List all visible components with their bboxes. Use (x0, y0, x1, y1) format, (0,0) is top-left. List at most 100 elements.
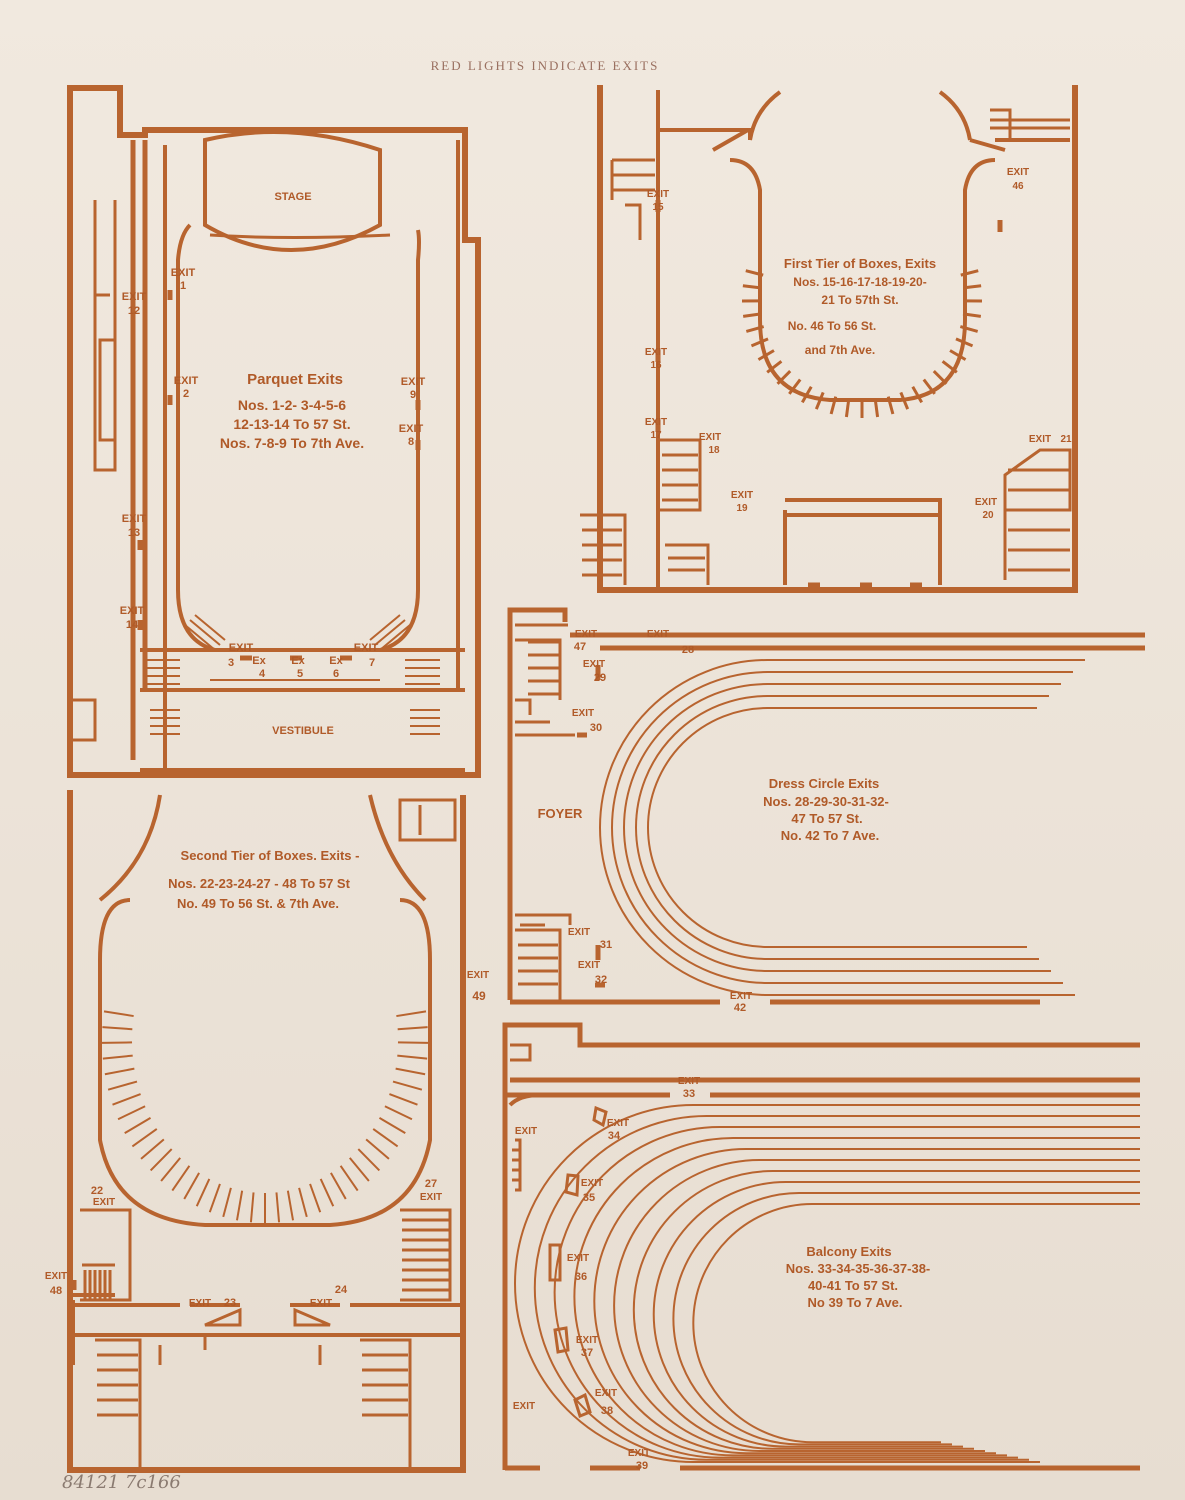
box-partition (149, 1148, 173, 1172)
box-partition (249, 1192, 255, 1223)
balcony-labels: Balcony Exits Nos. 33-34-35-36-37-38- 40… (513, 1076, 930, 1472)
box-partition (397, 1054, 428, 1060)
parquet-line-1: Nos. 1-2- 3-4-5-6 (238, 397, 346, 413)
box-partition (766, 360, 783, 374)
box-partition (829, 396, 838, 415)
box-partition (298, 1187, 308, 1218)
exit-label: Ex (252, 655, 266, 667)
box-partition (750, 337, 769, 348)
box-partition (959, 325, 979, 333)
box-partition (395, 1067, 426, 1076)
box-partition (195, 1178, 211, 1207)
box-partition (397, 1026, 428, 1031)
exit-number: 19 (736, 503, 748, 514)
first-tier-line-4: and 7th Ave. (805, 343, 875, 357)
exit-label: EXIT (567, 1253, 589, 1264)
box-partition (949, 349, 967, 361)
box-partition (911, 386, 923, 404)
exit-label: EXIT (1007, 167, 1029, 178)
exit-label: EXIT (401, 376, 426, 388)
first-tier-line-3: No. 46 To 56 St. (788, 319, 876, 333)
dress-circle-plan (507, 607, 1145, 1005)
box-partition (757, 349, 775, 361)
vestibule-label: VESTIBULE (272, 725, 334, 737)
seat-row (635, 695, 1049, 960)
exit-number: 28 (682, 644, 694, 656)
first-tier-box-seats (741, 269, 983, 418)
handwritten-note: 84121 7c166 (62, 1472, 181, 1493)
exit-label: Ex (329, 655, 343, 667)
first-tier-title: First Tier of Boxes, Exits (784, 256, 936, 271)
exit-number: 6 (333, 668, 339, 680)
box-partition (745, 325, 765, 333)
exit-label: EXIT (568, 927, 590, 938)
exit-label: EXIT (647, 629, 669, 640)
exit-number: 9 (410, 389, 416, 401)
box-partition (222, 1187, 232, 1218)
exit-number: 16 (650, 360, 662, 371)
seat-row (632, 1170, 1140, 1450)
exit-label: EXIT (699, 432, 721, 443)
exit-number: 36 (575, 1271, 587, 1283)
exit-label: EXIT (975, 497, 997, 508)
exit-label: EXIT (513, 1401, 535, 1412)
box-partition (372, 1128, 399, 1148)
exit-number: 4 (259, 668, 266, 680)
box-partition (286, 1190, 295, 1221)
exit-label: EXIT (174, 375, 199, 387)
seat-row (692, 1203, 1140, 1444)
seat-row (573, 1137, 1140, 1457)
box-partition (788, 378, 802, 395)
box-partition (962, 312, 982, 318)
exit-number: 12 (128, 305, 140, 317)
exit-number: 27 (425, 1178, 437, 1190)
exit-number: 48 (50, 1285, 62, 1297)
exit-number: 35 (583, 1192, 595, 1204)
box-partition (330, 1172, 347, 1200)
box-partition (941, 360, 958, 374)
seat-row (613, 1159, 1140, 1452)
box-partition (208, 1183, 221, 1213)
box-partition (183, 1172, 200, 1200)
second-tier-title: Second Tier of Boxes. Exits - (181, 848, 360, 863)
box-partition (963, 284, 982, 290)
box-partition (814, 391, 825, 410)
box-partition (886, 396, 895, 415)
exit-label: EXIT (578, 960, 600, 971)
box-partition (873, 398, 880, 418)
exit-label: EXIT (310, 1298, 332, 1309)
exit-label: EXIT (572, 708, 594, 719)
exit-label: EXIT (647, 189, 669, 200)
seat-row (611, 671, 1073, 984)
box-partition (745, 269, 764, 277)
balcony-line-2: 40-41 To 57 St. (808, 1278, 898, 1293)
parquet-title: Parquet Exits (247, 371, 343, 388)
dress-circle-seat-rows (599, 659, 1085, 996)
balcony-seat-rows (514, 1104, 1140, 1463)
exit-number: 42 (734, 1002, 746, 1014)
box-partition (396, 1010, 427, 1018)
exit-label: EXIT (576, 1335, 598, 1346)
exit-number: 24 (335, 1284, 348, 1296)
exit-label: EXIT (628, 1448, 650, 1459)
first-tier-labels: First Tier of Boxes, Exits Nos. 15-16-17… (645, 167, 1072, 521)
box-partition (102, 1026, 133, 1031)
parquet-plan (67, 85, 481, 778)
first-tier-line-1: Nos. 15-16-17-18-19-20- (793, 275, 926, 289)
exit-label: EXIT (731, 490, 753, 501)
exit-label: EXIT (595, 1388, 617, 1399)
exit-label: EXIT (420, 1192, 442, 1203)
seat-row (514, 1104, 1140, 1463)
exit-label: EXIT (467, 970, 489, 981)
exit-number: 49 (472, 989, 486, 1003)
exit-label: EXIT (45, 1271, 67, 1282)
exit-number: 17 (650, 430, 662, 441)
exit-number: 3 (228, 657, 234, 669)
exit-number: 39 (636, 1460, 648, 1472)
exit-number: 37 (581, 1347, 593, 1359)
exit-number: 22 (91, 1185, 103, 1197)
exit-label: EXIT (575, 629, 597, 640)
exit-number: 15 (652, 202, 664, 213)
box-partition (140, 1138, 165, 1160)
balcony-plan (502, 1022, 1140, 1471)
